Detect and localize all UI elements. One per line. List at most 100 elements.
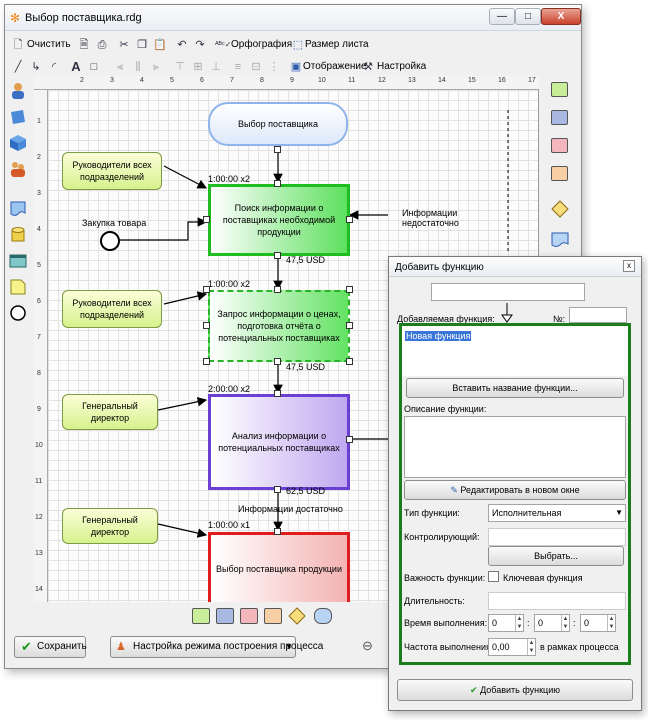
spin-icon[interactable]: ▲▼: [515, 615, 523, 631]
key-function-checkbox[interactable]: [488, 571, 499, 582]
sheet-size-button[interactable]: Размер листа: [305, 39, 369, 50]
selection-handle[interactable]: [274, 286, 281, 293]
org-unit-1[interactable]: Руководители всех подразделений: [62, 152, 162, 190]
diamond-tab-icon[interactable]: [288, 607, 306, 625]
arc-icon[interactable]: ◜: [51, 61, 57, 73]
document-stack-icon[interactable]: [9, 108, 27, 126]
exec-time-minutes[interactable]: 0▲▼: [534, 614, 570, 632]
function-1[interactable]: Поиск информации о поставщиках необходим…: [208, 184, 350, 256]
selection-handle[interactable]: [346, 436, 353, 443]
display-button[interactable]: Отображение: [303, 61, 367, 72]
shape-tab-red[interactable]: [240, 608, 258, 624]
insert-name-button[interactable]: Вставить название функции...: [406, 378, 624, 398]
spin-icon[interactable]: ▲▼: [527, 639, 535, 655]
spin-icon[interactable]: ▲▼: [607, 615, 615, 631]
exec-time-seconds[interactable]: 0▲▼: [580, 614, 616, 632]
edit-in-window-button[interactable]: ✎ Редактировать в новом окне: [404, 480, 626, 500]
circle-icon[interactable]: [9, 304, 27, 322]
function-name-strip[interactable]: [431, 283, 585, 301]
align-center-icon[interactable]: ⫼: [135, 61, 141, 73]
align-top-icon[interactable]: ⊤: [175, 61, 185, 73]
close-button[interactable]: X: [541, 8, 581, 25]
function-4[interactable]: Выбор поставщика продукции: [208, 532, 350, 602]
copy-icon[interactable]: ❐: [137, 39, 147, 51]
selection-handle[interactable]: [274, 146, 281, 153]
frequency-input[interactable]: 0,00▲▼: [488, 638, 536, 656]
selection-handle[interactable]: [203, 286, 210, 293]
org-unit-2[interactable]: Руководители всех подразделений: [62, 290, 162, 328]
selection-handle[interactable]: [346, 286, 353, 293]
align-left-icon[interactable]: ⫷: [116, 61, 124, 73]
selection-handle[interactable]: [346, 216, 353, 223]
org-unit-3[interactable]: Генеральный директор: [62, 394, 158, 430]
document-shape-icon[interactable]: [551, 232, 569, 248]
add-function-button[interactable]: ✔ Добавить функцию: [397, 679, 633, 701]
select-arrow-icon[interactable]: ▼: [615, 508, 623, 517]
maximize-button[interactable]: □: [515, 8, 541, 25]
event-circle[interactable]: [99, 230, 121, 252]
shape-green[interactable]: [551, 82, 568, 97]
group-people-icon[interactable]: [9, 160, 27, 178]
settings-button[interactable]: Настройка: [377, 61, 427, 72]
cut-icon[interactable]: ✂: [119, 39, 129, 51]
function-3[interactable]: Анализ информации о потенциальных постав…: [208, 394, 350, 490]
selection-handle[interactable]: [203, 358, 210, 365]
ungroup-icon[interactable]: ⋮: [268, 61, 280, 73]
print-icon[interactable]: ⎙: [97, 39, 107, 51]
duration-input[interactable]: [488, 592, 626, 610]
selection-handle[interactable]: [274, 486, 281, 493]
shape-orange[interactable]: [551, 166, 568, 181]
spelling-button[interactable]: Орфография: [231, 39, 293, 50]
selection-handle[interactable]: [203, 216, 210, 223]
group-icon[interactable]: ⊡: [251, 61, 261, 73]
zoom-icon[interactable]: ⊖: [362, 638, 373, 653]
align-bottom-icon[interactable]: ⊥: [211, 61, 221, 73]
selection-handle[interactable]: [203, 322, 210, 329]
org-unit-4[interactable]: Генеральный директор: [62, 508, 158, 544]
screen-icon[interactable]: [9, 252, 27, 270]
line-icon[interactable]: ╱: [14, 61, 22, 73]
shape-blue[interactable]: [551, 110, 568, 125]
description-textarea[interactable]: [404, 416, 626, 478]
document-icon[interactable]: [9, 200, 27, 218]
undo-icon[interactable]: ↶: [177, 39, 187, 51]
selection-handle[interactable]: [274, 358, 281, 365]
shape-tab-rounded[interactable]: [314, 608, 332, 624]
selection-handle[interactable]: [274, 528, 281, 535]
shape-tab-orange[interactable]: [264, 608, 282, 624]
shape-red[interactable]: [551, 138, 568, 153]
cube-icon[interactable]: [9, 134, 27, 152]
minimize-button[interactable]: —: [489, 8, 515, 25]
dialog-close-button[interactable]: x: [623, 260, 635, 272]
align-right-icon[interactable]: ⫸: [152, 61, 160, 73]
clear-button[interactable]: Очистить: [27, 39, 71, 50]
function-type-select[interactable]: Исполнительная ▼: [488, 504, 626, 522]
selection-handle[interactable]: [274, 252, 281, 259]
text-icon[interactable]: A: [71, 59, 81, 74]
process-start[interactable]: Выбор поставщика: [208, 102, 348, 146]
new-function-input[interactable]: Новая функция: [402, 326, 628, 376]
note-icon[interactable]: [9, 278, 27, 296]
connector-icon[interactable]: ↳: [31, 61, 41, 73]
print-preview-icon[interactable]: 🗎: [79, 39, 89, 51]
selection-handle[interactable]: [346, 322, 353, 329]
dropdown-arrow-icon[interactable]: ▼: [285, 642, 293, 651]
redo-icon[interactable]: ↷: [195, 39, 205, 51]
save-button[interactable]: ✔ Сохранить: [14, 636, 87, 658]
mode-settings-button[interactable]: ♟ Настройка режима построения процесса ▼: [110, 636, 323, 658]
spin-icon[interactable]: ▲▼: [561, 615, 569, 631]
paste-icon[interactable]: 📋: [153, 39, 167, 51]
selection-handle[interactable]: [274, 180, 281, 187]
align-middle-icon[interactable]: ⊞: [193, 61, 203, 73]
person-icon[interactable]: [9, 82, 27, 100]
database-icon[interactable]: [9, 226, 27, 244]
selection-handle[interactable]: [346, 358, 353, 365]
controller-input[interactable]: [488, 528, 626, 546]
exec-time-hours[interactable]: 0▲▼: [488, 614, 524, 632]
selection-handle[interactable]: [274, 390, 281, 397]
number-input[interactable]: [569, 307, 627, 323]
diamond-icon[interactable]: [551, 200, 569, 218]
distribute-icon[interactable]: ≡: [234, 61, 242, 73]
shape-tab-blue[interactable]: [216, 608, 234, 624]
shape-tab-green[interactable]: [192, 608, 210, 624]
